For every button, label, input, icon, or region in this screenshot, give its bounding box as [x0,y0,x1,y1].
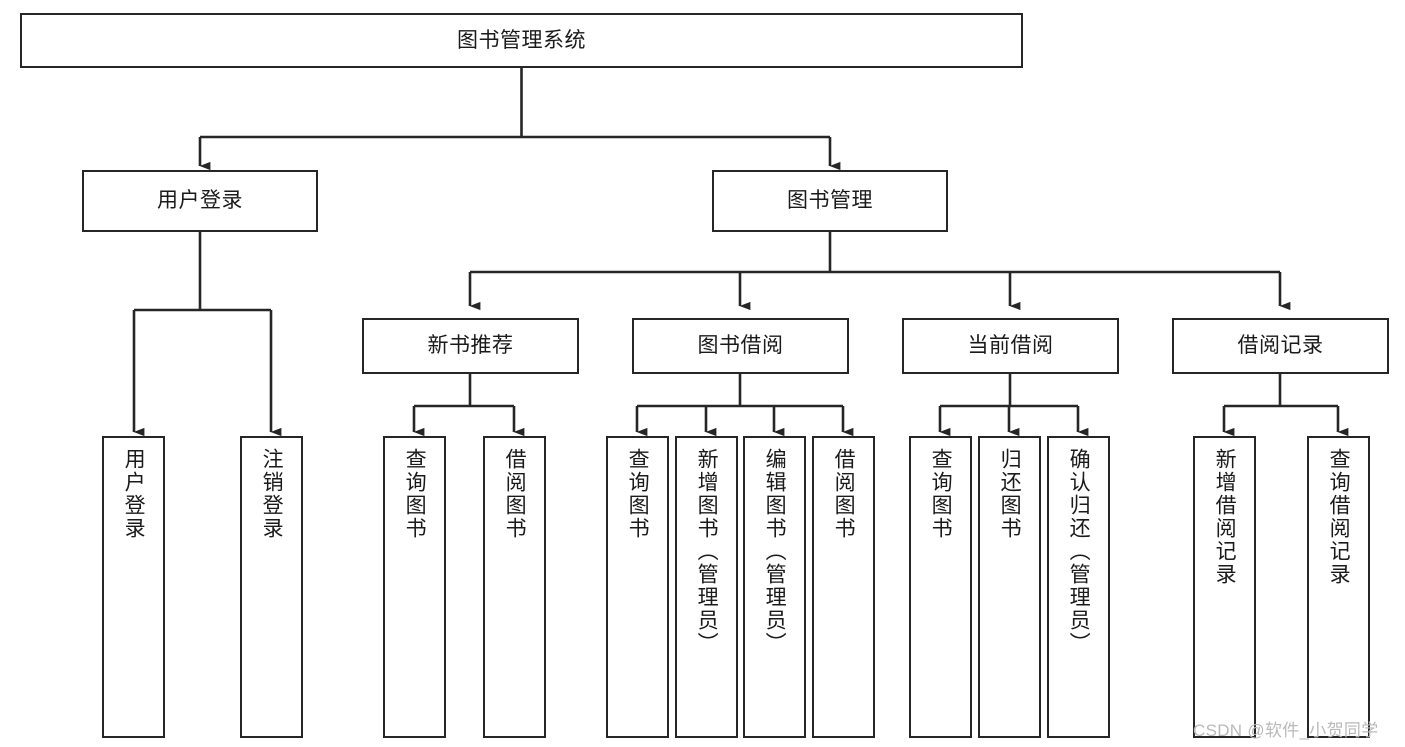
node-user-login[interactable]: 用户登录 [82,170,318,232]
node-borrow-record-label: 借阅记录 [1237,334,1324,358]
node-book-manage-label: 图书管理 [787,189,873,213]
node-leaf-query-book-3-label: 查询图书 [929,448,953,540]
node-leaf-user-login[interactable]: 用户登录 [102,436,165,738]
node-leaf-user-logout[interactable]: 注销登录 [240,436,303,738]
node-leaf-borrow-book-1-label: 借阅图书 [503,448,527,540]
node-leaf-return-book[interactable]: 归还图书 [978,436,1041,738]
node-leaf-query-record-label: 查询借阅记录 [1327,448,1351,586]
node-current-borrow[interactable]: 当前借阅 [902,318,1119,374]
node-root[interactable]: 图书管理系统 [20,13,1023,68]
node-leaf-return-book-label: 归还图书 [998,448,1022,540]
node-book-borrow-label: 图书借阅 [697,334,784,358]
node-leaf-query-book-3[interactable]: 查询图书 [909,436,972,738]
node-leaf-edit-book-label: 编辑图书（管理员） [763,448,787,655]
node-leaf-query-book-2[interactable]: 查询图书 [606,436,669,738]
node-leaf-user-login-label: 用户登录 [122,448,146,540]
node-leaf-add-record-label: 新增借阅记录 [1213,448,1237,586]
node-leaf-borrow-book-2-label: 借阅图书 [832,448,856,540]
node-root-label: 图书管理系统 [457,28,586,52]
node-leaf-query-book-2-label: 查询图书 [626,448,650,540]
node-leaf-add-record[interactable]: 新增借阅记录 [1193,436,1256,738]
node-leaf-user-logout-label: 注销登录 [260,448,284,540]
node-leaf-query-record[interactable]: 查询借阅记录 [1307,436,1370,738]
node-borrow-record[interactable]: 借阅记录 [1172,318,1389,374]
node-leaf-confirm-return[interactable]: 确认归还（管理员） [1047,436,1110,738]
node-leaf-add-book-label: 新增图书（管理员） [695,448,719,655]
node-leaf-confirm-return-label: 确认归还（管理员） [1067,448,1091,655]
node-leaf-query-book-1[interactable]: 查询图书 [383,436,446,738]
node-leaf-borrow-book-2[interactable]: 借阅图书 [812,436,875,738]
node-leaf-borrow-book-1[interactable]: 借阅图书 [483,436,546,738]
node-book-manage[interactable]: 图书管理 [712,170,948,232]
node-user-login-label: 用户登录 [157,189,243,213]
node-leaf-query-book-1-label: 查询图书 [403,448,427,540]
node-book-borrow[interactable]: 图书借阅 [632,318,849,374]
node-new-book-recommend[interactable]: 新书推荐 [362,318,579,374]
node-leaf-add-book[interactable]: 新增图书（管理员） [675,436,738,738]
node-current-borrow-label: 当前借阅 [967,334,1054,358]
node-leaf-edit-book[interactable]: 编辑图书（管理员） [743,436,806,738]
node-new-book-recommend-label: 新书推荐 [427,334,514,358]
